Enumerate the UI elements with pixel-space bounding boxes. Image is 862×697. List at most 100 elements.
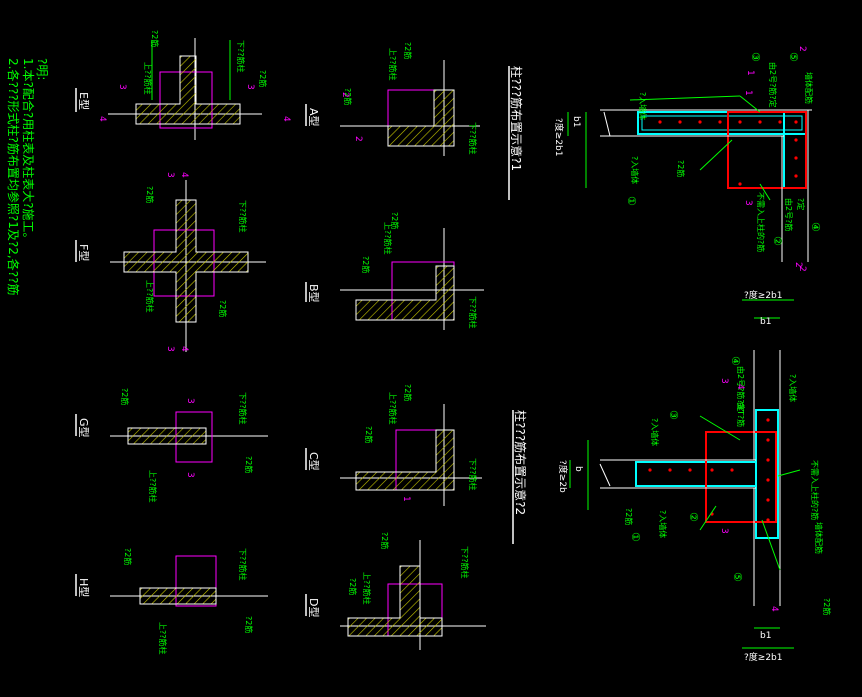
detail-1-title: 柱???筋布置示意?1 — [509, 66, 524, 171]
detail-2-label-b: ?2筋 — [624, 508, 634, 525]
detail-2-dim-b1-bottom: b1 — [760, 631, 771, 641]
section-c-mark-1: 1 — [401, 496, 411, 502]
section-f-mark-4b: 4 — [179, 346, 189, 352]
section-e-mark-4a: 4 — [97, 116, 107, 122]
section-e-mark-3a: 3 — [117, 84, 127, 90]
section-f-mark-4a: 4 — [179, 172, 189, 178]
section-f-label-d: ?2筋 — [218, 300, 228, 317]
section-c: C型 ?2筋 上??筋柱 下??筋柱 ?2筋 1 — [305, 384, 482, 506]
section-b: B型 ?2筋 上??筋柱 下??筋柱 ?2筋 — [305, 212, 484, 330]
section-e-label-c: 下??筋柱 — [236, 40, 246, 73]
section-g-label-a: ?2筋 — [120, 388, 130, 405]
section-h-label-b: 上??筋柱 — [158, 622, 168, 655]
section-b-title: B型 — [307, 284, 321, 303]
notes-block: ?明: 1.本?配合?用柱表及柱表大?施工。 2.各???形式柱?筋布置均参照?… — [6, 58, 49, 296]
detail-1-mark-1: 1 — [745, 70, 755, 76]
notes-title: ?明: — [35, 58, 49, 80]
detail-2-label-f: ?2筋 — [822, 598, 832, 615]
section-f-mark-3a: 3 — [165, 172, 175, 178]
section-g-title: G型 — [77, 418, 91, 438]
detail-2-dim-b: b — [573, 466, 583, 472]
section-d-label-a: ?2筋 — [380, 532, 390, 549]
detail-1-mark-4: 3 — [743, 200, 753, 206]
detail-1-dim-b1: b1 — [571, 116, 581, 127]
detail-1-label-r1: 由2号?筋?定 — [768, 62, 778, 108]
section-g-label-b: 上??筋柱 — [148, 470, 158, 503]
section-e-label-b: 上??筋柱 — [143, 62, 153, 95]
section-a-label-b: 上??筋柱 — [388, 48, 398, 81]
section-c-label-a: ?2筋 — [403, 384, 413, 401]
detail-2-dim-width-top: ?度≥2b1 — [744, 289, 782, 301]
section-a-mark-2: 2 — [353, 136, 363, 142]
detail-2-label-a: ?入墙体 — [650, 418, 660, 446]
detail-1-label-b4: 由2号?筋 — [784, 198, 794, 231]
detail-2-dim-b1-top: b1 — [760, 317, 771, 327]
detail-1: 柱???筋布置示意?1 b1 ?度≥2b1 ?入墙体 由2号?筋?定 墙体配筋 … — [508, 46, 822, 272]
section-b-label-b: 上??筋柱 — [383, 222, 393, 255]
section-h: H型 ?2筋 上??筋柱 下??筋柱 ?2筋 — [75, 548, 268, 655]
section-h-label-d: ?2筋 — [244, 616, 254, 633]
section-f-label-b: 上??筋柱 — [145, 280, 155, 313]
section-g: G型 ?2筋 上??筋柱 下??筋柱 ?2筋 3 3 — [75, 388, 268, 503]
detail-2-label-top: ?入墙体 — [788, 374, 798, 402]
detail-2: 柱???筋布置示意?2 b ?度≥2b b1 ?度≥2b1 b1 — [512, 289, 832, 663]
detail-2-label-c: 不需入上柱的?筋 — [810, 460, 820, 520]
notes-line-2: 2.各???形式柱?筋布置均参照?1及?2,各??筋 — [6, 58, 21, 296]
detail-2-label-h: 由T?筋 — [736, 402, 746, 427]
detail-2-circle-1: ① — [629, 532, 642, 542]
detail-1-circle-3: ③ — [749, 52, 762, 62]
section-c-label-b: 上??筋柱 — [388, 392, 398, 425]
section-c-label-d: ?2筋 — [364, 426, 374, 443]
section-f-label-c: 下??筋柱 — [238, 200, 248, 233]
detail-1-mark-6: 2 — [793, 262, 803, 268]
detail-1-mark-3: 2 — [797, 266, 807, 272]
detail-1-circle-1: ① — [625, 196, 638, 206]
detail-1-label-top: ?入墙体 — [638, 92, 648, 120]
section-h-title: H型 — [77, 578, 91, 597]
detail-2-label-e: 墙体配筋 — [814, 522, 824, 554]
detail-2-dim-width-b: ?度≥2b — [557, 460, 569, 493]
section-e: E型 ?2筋 上??筋柱 下??筋柱 ?2筋 3 3 4 4 — [75, 30, 291, 140]
section-g-mark-3b: 3 — [185, 472, 195, 478]
detail-2-title: 柱???筋布置示意?2 — [513, 410, 528, 515]
detail-1-label-b5: ?定 — [796, 198, 806, 210]
section-g-label-d: ?2筋 — [244, 456, 254, 473]
section-d-label-d: ?2筋 — [348, 578, 358, 595]
detail-1-mark-5: 1 — [743, 90, 753, 96]
section-d-label-b: 上??筋柱 — [362, 572, 372, 605]
section-h-label-c: 下??筋柱 — [238, 548, 248, 581]
detail-2-circle-5: ⑤ — [731, 572, 744, 582]
section-g-label-c: 下??筋柱 — [238, 392, 248, 425]
detail-2-label-g: ?入墙体 — [658, 510, 668, 538]
section-c-title: C型 — [307, 452, 321, 471]
section-a: A型 ?2筋 上??筋柱 下??筋柱 ?2筋 2 2 — [305, 42, 480, 156]
detail-1-circle-5: ⑤ — [787, 52, 800, 62]
detail-1-circle-4: ④ — [809, 222, 822, 232]
detail-1-circle-2: ② — [771, 236, 784, 246]
section-f-label-a: ?2筋 — [145, 186, 155, 203]
section-e-label-a: ?2筋 — [150, 30, 160, 47]
detail-2-dim-width-bottom: ?度≥2b1 — [744, 651, 782, 663]
section-a-title: A型 — [307, 108, 321, 127]
detail-2-circle-2: ② — [687, 512, 700, 522]
section-a-label-d: ?2筋 — [343, 88, 353, 105]
section-f: F型 ?2筋 上??筋柱 下??筋柱 ?2筋 4 4 3 3 — [75, 172, 266, 352]
detail-1-dim-width: ?度≥2b1 — [553, 118, 565, 156]
section-b-label-d: ?2筋 — [361, 256, 371, 273]
section-g-mark-3a: 3 — [185, 398, 195, 404]
section-f-title: F型 — [77, 244, 91, 261]
detail-2-label-d: 由2号?筋?定 — [736, 366, 746, 412]
section-h-label-a: ?2筋 — [123, 548, 133, 565]
detail-1-label-b3: 不需入上柱的?筋 — [756, 192, 766, 252]
detail-2-mark-2: 4 — [735, 384, 745, 390]
section-b-label-a: ?2筋 — [390, 212, 400, 229]
section-e-title: E型 — [77, 92, 91, 110]
section-d-title: D型 — [307, 598, 321, 617]
section-e-mark-4b: 4 — [281, 116, 291, 122]
section-a-mark-1: 2 — [340, 92, 350, 98]
detail-1-label-r2: 墙体配筋 — [804, 72, 814, 104]
section-a-label-c: 下??筋柱 — [468, 122, 478, 155]
detail-2-mark-3: 3 — [719, 528, 729, 534]
section-c-label-c: 下??筋柱 — [468, 458, 478, 491]
